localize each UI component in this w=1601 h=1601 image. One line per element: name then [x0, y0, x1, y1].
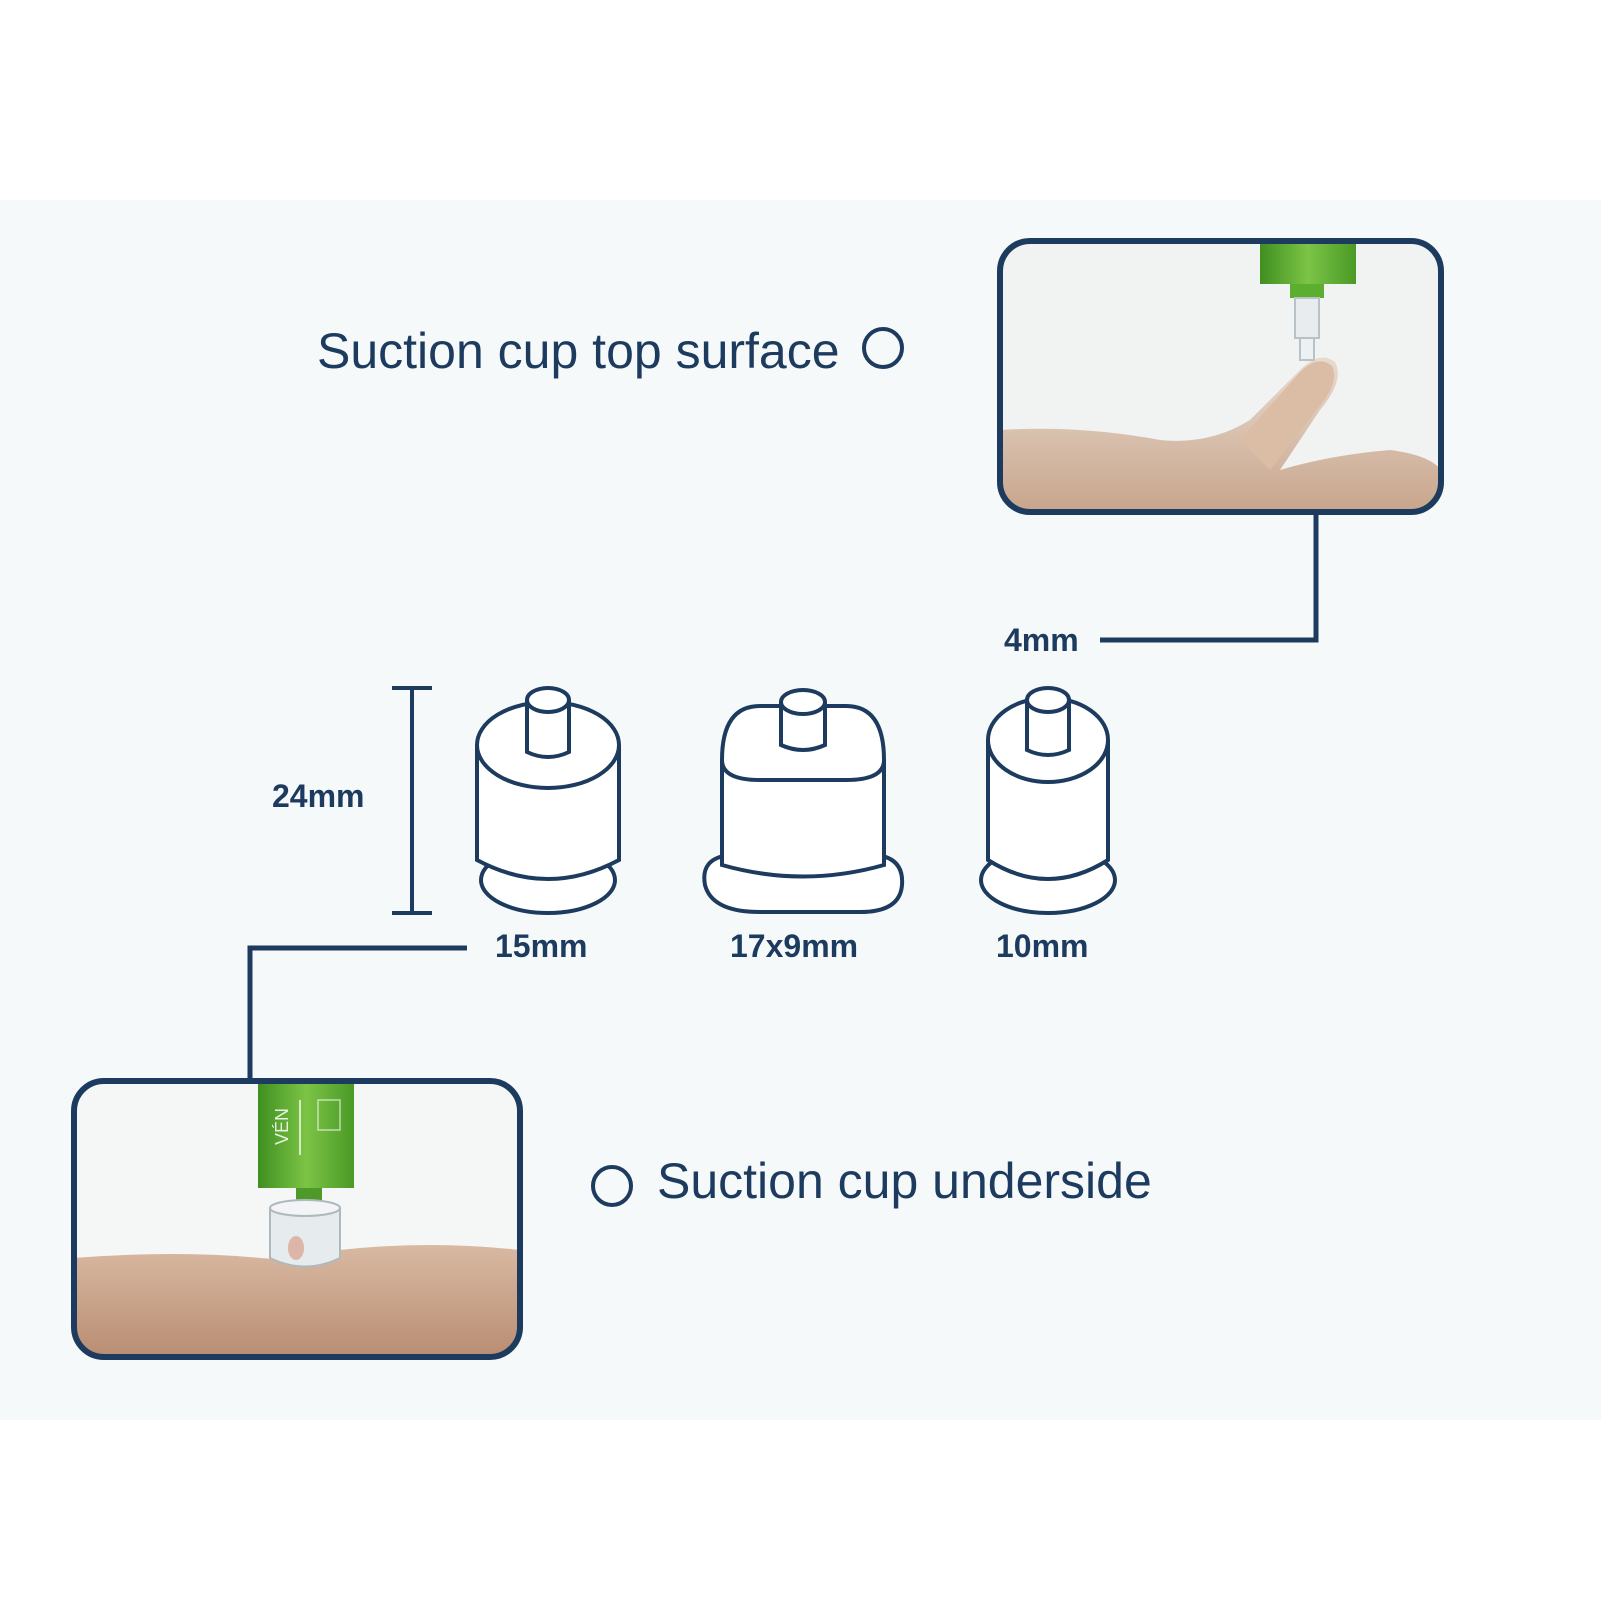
circle-marker-bottom	[591, 1165, 633, 1207]
pen-brand-label: VÉN	[272, 1108, 292, 1145]
suction-cup-15mm	[475, 686, 621, 915]
suction-cup-10mm	[979, 686, 1117, 915]
connector-line-bottom	[247, 945, 467, 1081]
caption-underside: Suction cup underside	[657, 1153, 1152, 1209]
dimension-cup-10mm: 10mm	[996, 928, 1089, 964]
dimension-height: 24mm	[272, 778, 365, 814]
caption-top-surface: Suction cup top surface	[317, 323, 840, 379]
circle-marker-top	[862, 327, 904, 369]
connector-line-top	[1100, 512, 1319, 643]
suction-cup-17x9mm	[702, 688, 905, 914]
dimension-cup-15mm: 15mm	[495, 928, 588, 964]
underside-photo: VÉN	[71, 1078, 523, 1360]
top-surface-photo	[997, 238, 1444, 515]
dimension-top-diameter: 4mm	[1004, 622, 1079, 658]
height-dimension-bar	[392, 686, 432, 915]
dimension-cup-17x9mm: 17x9mm	[730, 928, 859, 964]
